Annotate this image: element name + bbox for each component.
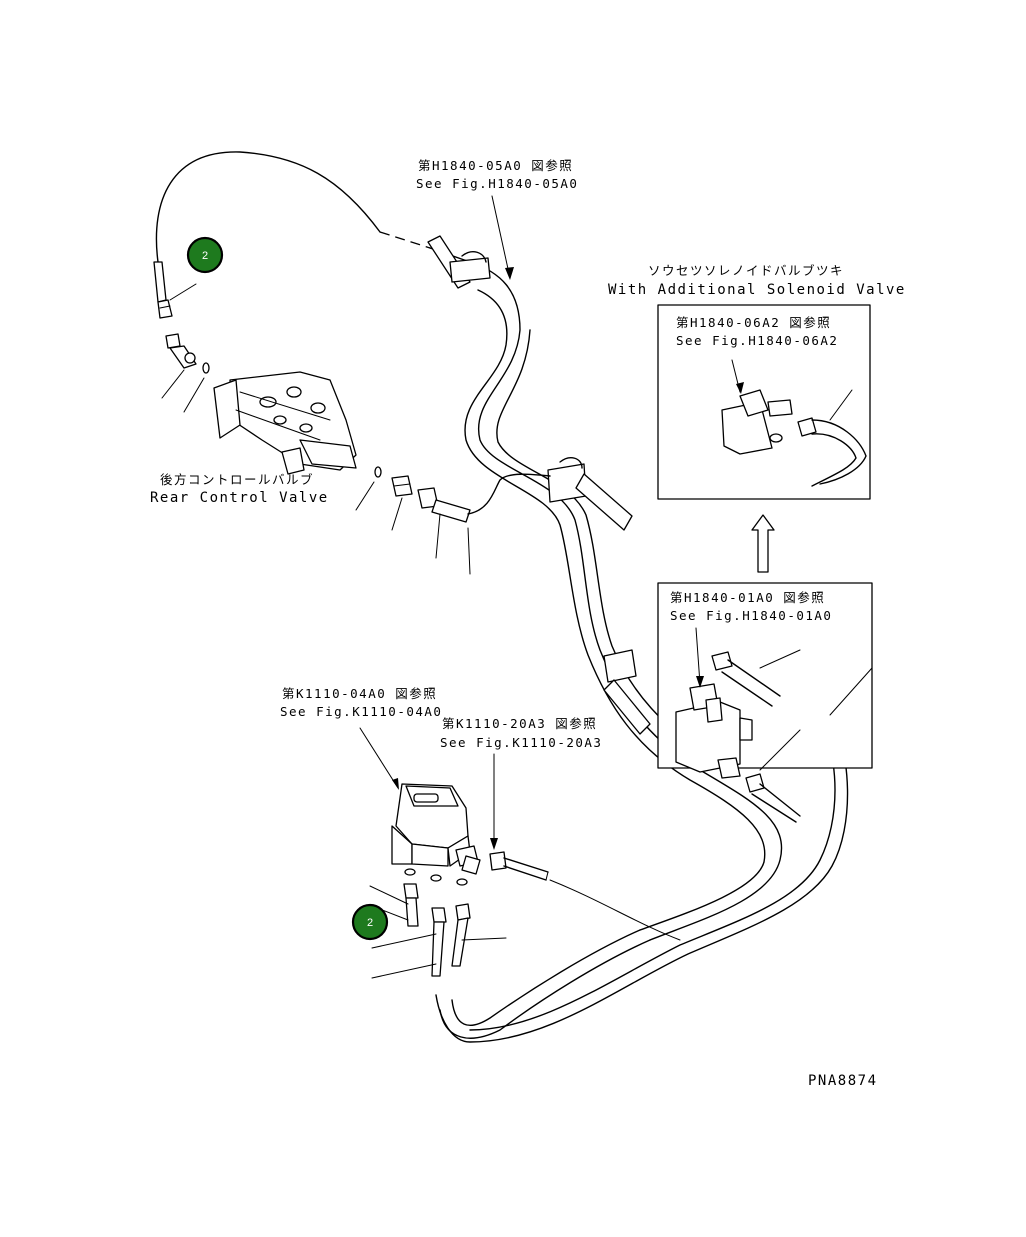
label-k1110-04a0-jp: 第K1110-04A0 図参照 (282, 686, 437, 701)
o-ring-lower (355, 466, 382, 511)
label-h1840-01a0-jp: 第H1840-01A0 図参照 (670, 590, 825, 605)
fitting-elbow-upper (161, 333, 197, 399)
callout-upper[interactable]: 2 (186, 236, 224, 274)
ppc-valve (359, 727, 481, 875)
label-solenoid-en: With Additional Solenoid Valve (608, 282, 906, 298)
hose-k1110-20a3 (489, 753, 549, 881)
leader-h1840-05a0 (491, 195, 514, 280)
label-h1840-05a0-jp: 第H1840-05A0 図参照 (418, 158, 573, 173)
upper-hose-fitting (153, 261, 197, 319)
label-k1110-20a3-en: See Fig.K1110-20A3 (440, 735, 602, 750)
callout-label-upper: 2 (202, 250, 208, 262)
rear-control-valve (213, 371, 357, 475)
fitting-adapter-lower (391, 475, 413, 531)
label-rear-cv-jp: 後方コントロールバルブ (160, 472, 314, 487)
solenoid-detail-box (657, 304, 871, 500)
hose-clamp-middle (547, 457, 633, 531)
label-solenoid-jp: ソウセツソレノイドバルブツキ (648, 263, 844, 278)
ppc-small-nuts (404, 868, 468, 886)
label-rear-cv-en: Rear Control Valve (150, 490, 329, 506)
label-h1840-05a0-en: See Fig.H1840-05A0 (416, 176, 578, 191)
hose-clamp-lower (603, 649, 651, 735)
fitting-hose-end-lower (417, 473, 551, 575)
main-hose-bundle (435, 261, 849, 1043)
ppc-hose-center (371, 907, 447, 979)
callout-lower[interactable]: 2 (351, 903, 389, 941)
up-arrow (751, 514, 775, 573)
callout-label-lower: 2 (367, 917, 373, 929)
callout-circle-upper (186, 236, 224, 274)
callout-circle-lower (351, 903, 389, 941)
drawing-number: PNA8874 (808, 1073, 878, 1089)
label-k1110-20a3-jp: 第K1110-20A3 図参照 (442, 716, 597, 731)
label-h1840-06a2-en: See Fig.H1840-06A2 (676, 333, 838, 348)
ppc-hose-right (451, 903, 507, 967)
o-ring-upper (183, 362, 210, 413)
label-h1840-01a0-en: See Fig.H1840-01A0 (670, 608, 832, 623)
hose-clamp-upper (427, 235, 491, 289)
h1840-01a0-detail-box (657, 582, 873, 823)
label-h1840-06a2-jp: 第H1840-06A2 図参照 (676, 315, 831, 330)
ppc-hose-left (369, 883, 419, 927)
label-k1110-04a0-en: See Fig.K1110-04A0 (280, 704, 442, 719)
